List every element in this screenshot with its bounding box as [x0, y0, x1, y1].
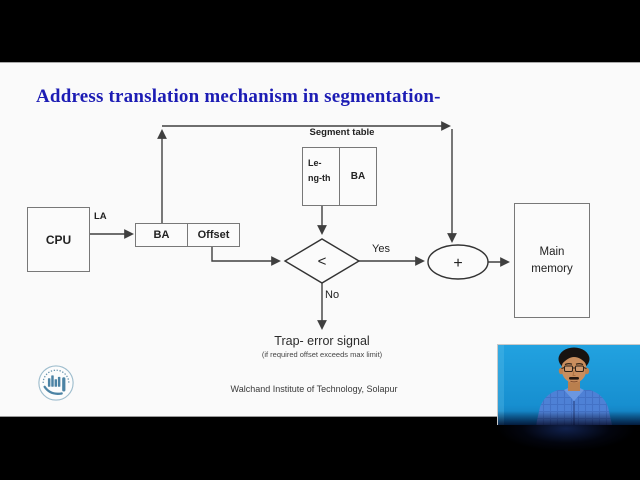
webcam-bottom-shadow: [498, 411, 640, 425]
segment-table-caption: Segment table: [309, 127, 375, 138]
segment-length-line2: ng-th: [308, 173, 331, 183]
letterbox-top: [0, 0, 640, 62]
address-register-box: BA Offset: [135, 223, 240, 247]
main-memory-line2: memory: [531, 262, 573, 275]
main-memory-box: Main memory: [514, 203, 590, 318]
trap-signal-subtitle: (if required offset exceeds max limit): [261, 350, 383, 359]
institute-logo: [38, 365, 74, 401]
logical-address-label: LA: [94, 211, 107, 222]
presenter-illustration: [498, 345, 640, 425]
presenter-mustache: [569, 377, 579, 380]
segment-length-cell: Le- ng-th: [303, 148, 340, 205]
presenter-eyebrows: [564, 363, 584, 366]
presenter-nose: [572, 370, 576, 376]
trap-signal-title: Trap- error signal: [274, 334, 370, 348]
segment-base-cell: BA: [350, 171, 366, 182]
main-memory-line1: Main: [539, 245, 565, 258]
presenter-face: [561, 355, 587, 383]
presenter-ear-left: [558, 367, 564, 375]
no-label: No: [325, 289, 340, 301]
segment-table-box: Le- ng-th BA: [302, 147, 377, 206]
presenter-hairline: [561, 354, 587, 365]
logo-swoosh: [43, 385, 63, 395]
presenter-webcam: [497, 344, 640, 425]
base-cell: BA: [136, 224, 188, 246]
webcam-light-edge: [498, 345, 504, 425]
offset-cell: Offset: [197, 229, 230, 241]
cpu-box: CPU: [27, 207, 90, 272]
presenter-glasses: [561, 365, 587, 372]
cpu-label: CPU: [45, 232, 72, 247]
presenter-ear-right: [584, 367, 590, 375]
slide-title: Address translation mechanism in segment…: [36, 86, 441, 107]
institute-footer: Walchand Institute of Technology, Solapu…: [230, 384, 398, 394]
segment-length-line1: Le-: [308, 158, 322, 168]
presenter-mouth: [570, 380, 578, 383]
logo-skyline-bars: [47, 375, 66, 392]
yes-label: Yes: [372, 243, 390, 255]
